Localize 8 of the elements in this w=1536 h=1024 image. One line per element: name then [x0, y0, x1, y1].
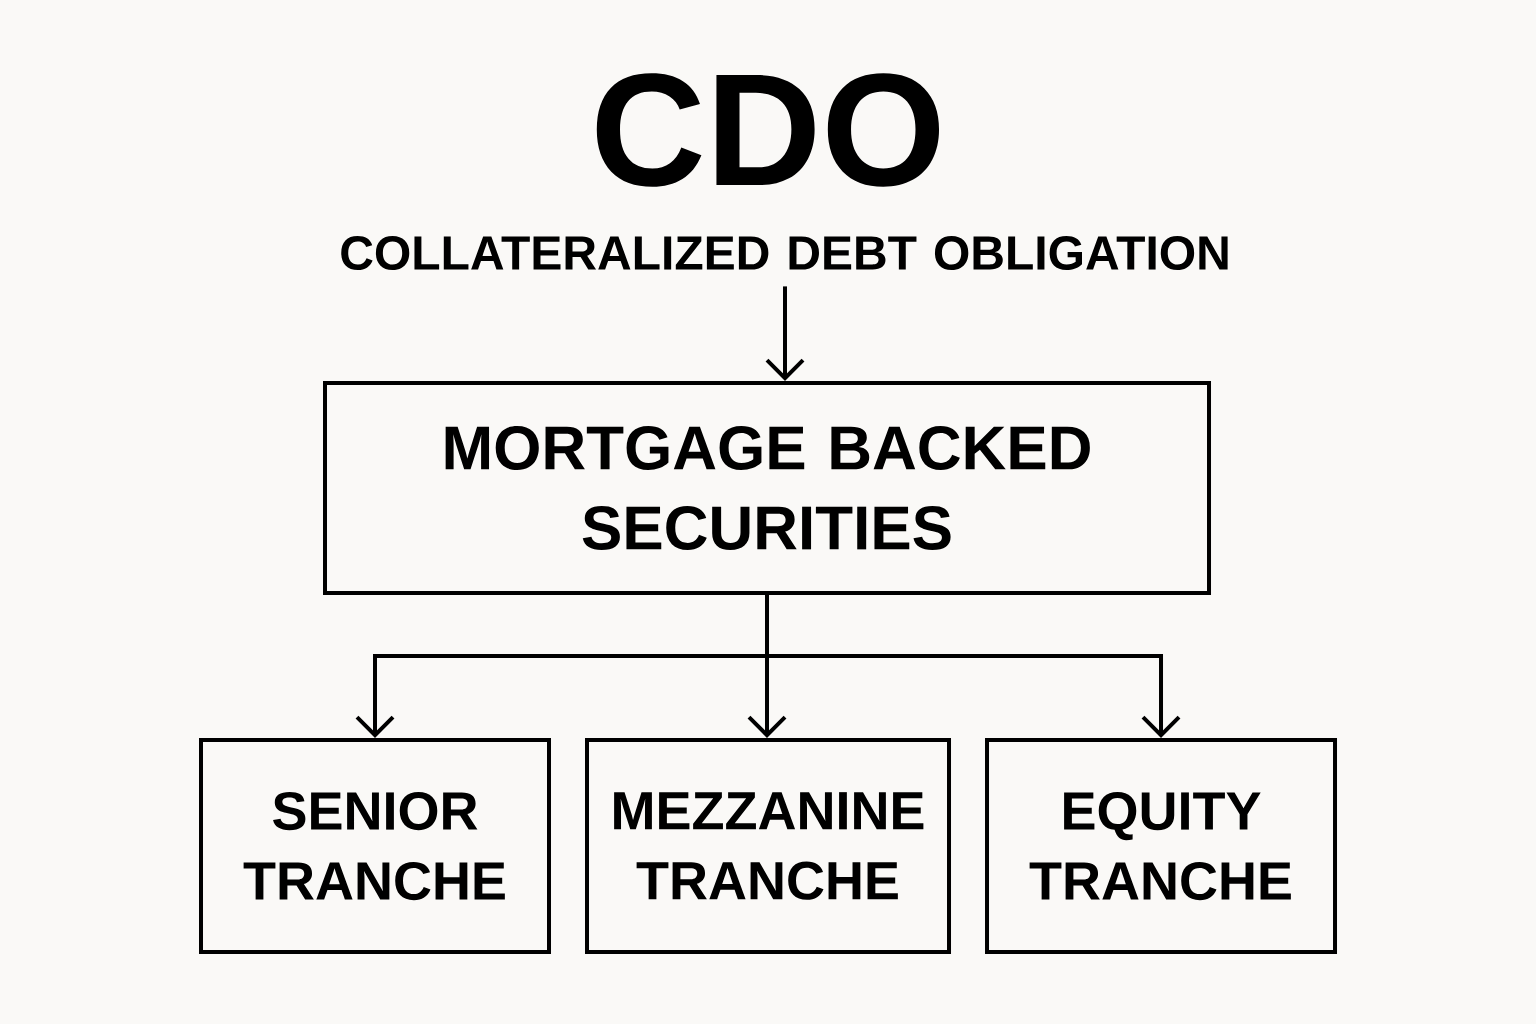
subtitle-text: COLLATERALIZED DEBT OBLIGATION	[341, 236, 1228, 270]
process-box: MEZZANINE TRANCHE	[585, 738, 951, 954]
process-box: SENIOR TRANCHE	[199, 738, 551, 954]
arrow	[765, 286, 805, 381]
arrow	[765, 595, 1181, 738]
process-box: EQUITY TRANCHE	[985, 738, 1337, 954]
process-box: MORTGAGE BACKED SECURITIES	[323, 381, 1211, 595]
title: CDO	[596, 73, 940, 187]
